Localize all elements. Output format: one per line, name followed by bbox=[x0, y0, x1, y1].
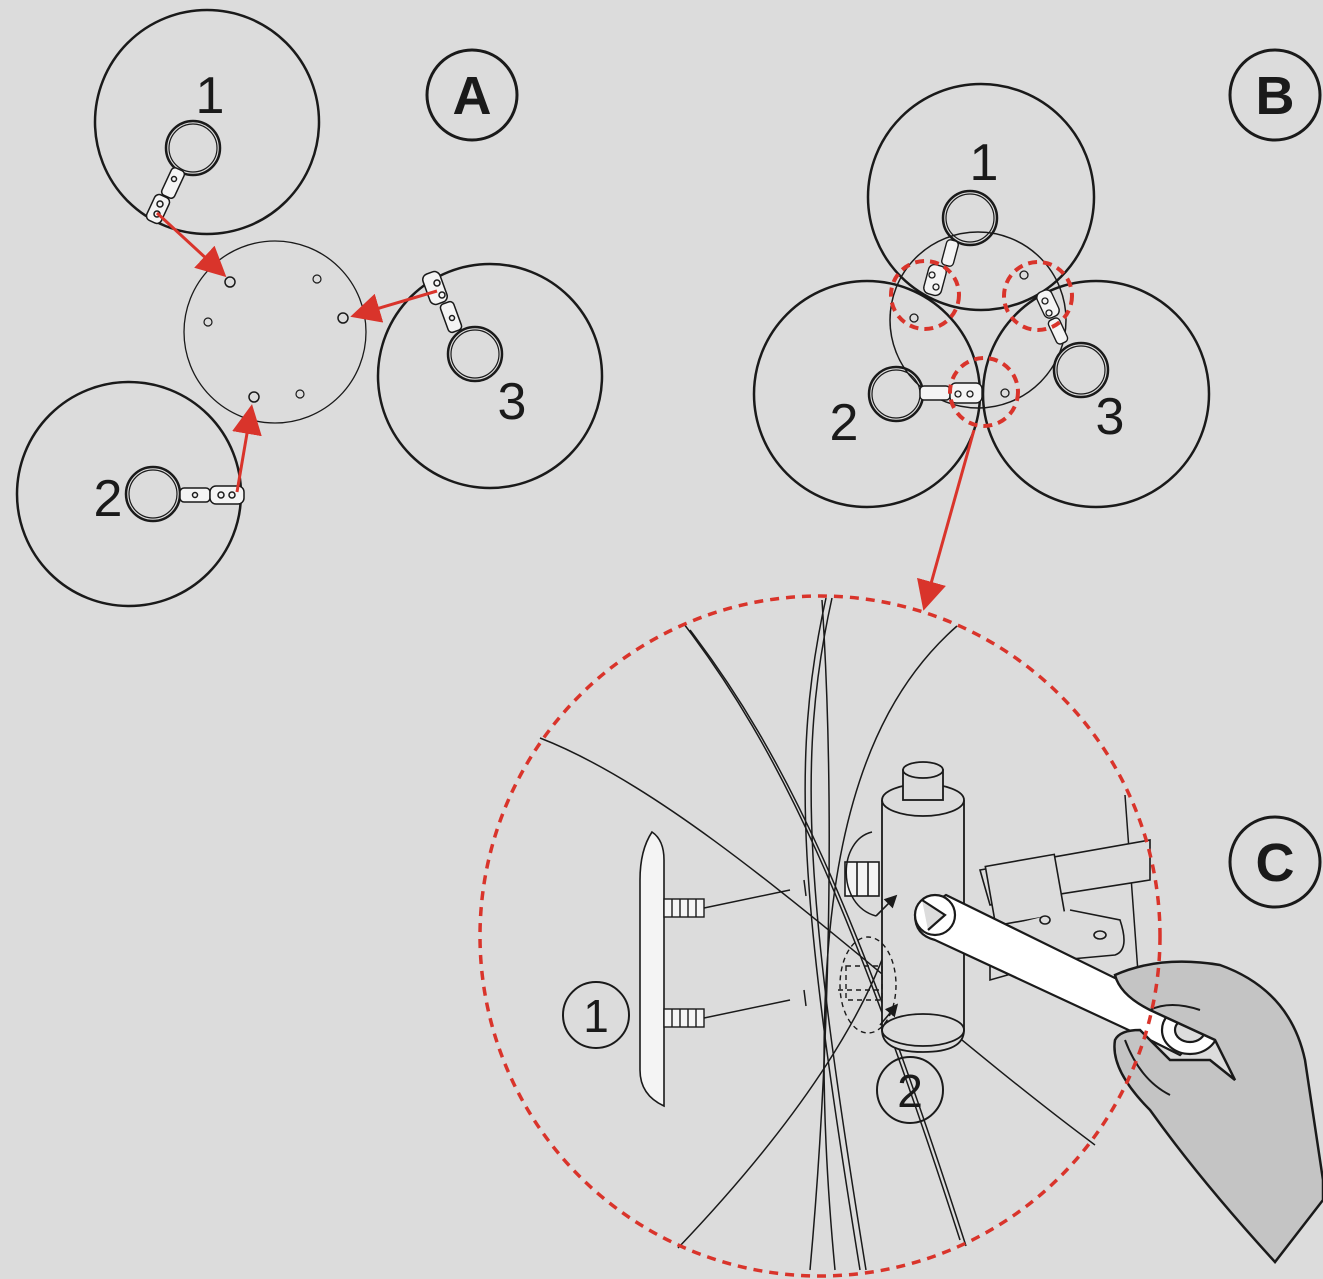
panel-c-badge: C bbox=[1228, 815, 1322, 909]
bolt-icon bbox=[663, 898, 705, 1028]
hand-icon bbox=[1113, 960, 1323, 1264]
bracket-3 bbox=[422, 270, 463, 334]
dish-3: 3 bbox=[376, 262, 604, 490]
panel-a-badge-label: A bbox=[453, 66, 492, 126]
dish-3-label: 3 bbox=[498, 373, 527, 431]
dish-1-assembled bbox=[866, 82, 1096, 312]
panel-a-badge: A bbox=[425, 48, 519, 142]
nut bbox=[844, 861, 880, 897]
step-2-label: 2 bbox=[897, 1065, 923, 1117]
dish-3-assembled-label: 3 bbox=[1096, 388, 1125, 446]
dish-1-assembled-label: 1 bbox=[970, 134, 999, 192]
dish-3-assembled bbox=[981, 279, 1211, 509]
dish-2-assembled-label: 2 bbox=[830, 394, 859, 452]
panel-a: A 1 bbox=[15, 8, 604, 608]
dish-1-label: 1 bbox=[196, 67, 225, 125]
panel-c-badge-label: C bbox=[1256, 833, 1295, 893]
panel-a-arrows bbox=[155, 211, 438, 493]
side-plate bbox=[639, 830, 665, 1108]
hub-plate bbox=[183, 240, 367, 424]
panel-b-badge: B bbox=[1228, 48, 1322, 142]
dish-2-label: 2 bbox=[94, 470, 123, 528]
rotation-arrow-icon bbox=[875, 894, 898, 917]
zoom-detail: 1 2 bbox=[539, 597, 1323, 1271]
panel-c: C bbox=[478, 594, 1323, 1278]
zoom-magnifier bbox=[478, 594, 1162, 1278]
step-2-callout: 2 bbox=[876, 1056, 944, 1124]
arrow-2 bbox=[232, 404, 262, 493]
step-1-callout: 1 bbox=[562, 981, 630, 1049]
bracket-2 bbox=[179, 485, 245, 505]
highlight-circles bbox=[889, 259, 1074, 428]
dish-1: 1 bbox=[93, 8, 321, 236]
hidden-nut bbox=[838, 936, 897, 1034]
dish-2: 2 bbox=[15, 380, 245, 608]
arrow-1 bbox=[155, 211, 227, 278]
step-1-label: 1 bbox=[583, 990, 609, 1042]
hub-plate-assembled bbox=[889, 231, 1067, 409]
panel-b-badge-label: B bbox=[1256, 66, 1295, 126]
panel-b: B bbox=[752, 48, 1322, 611]
arrow-3 bbox=[350, 289, 438, 323]
zoom-arrow bbox=[917, 429, 976, 611]
bracket-1 bbox=[145, 167, 186, 225]
